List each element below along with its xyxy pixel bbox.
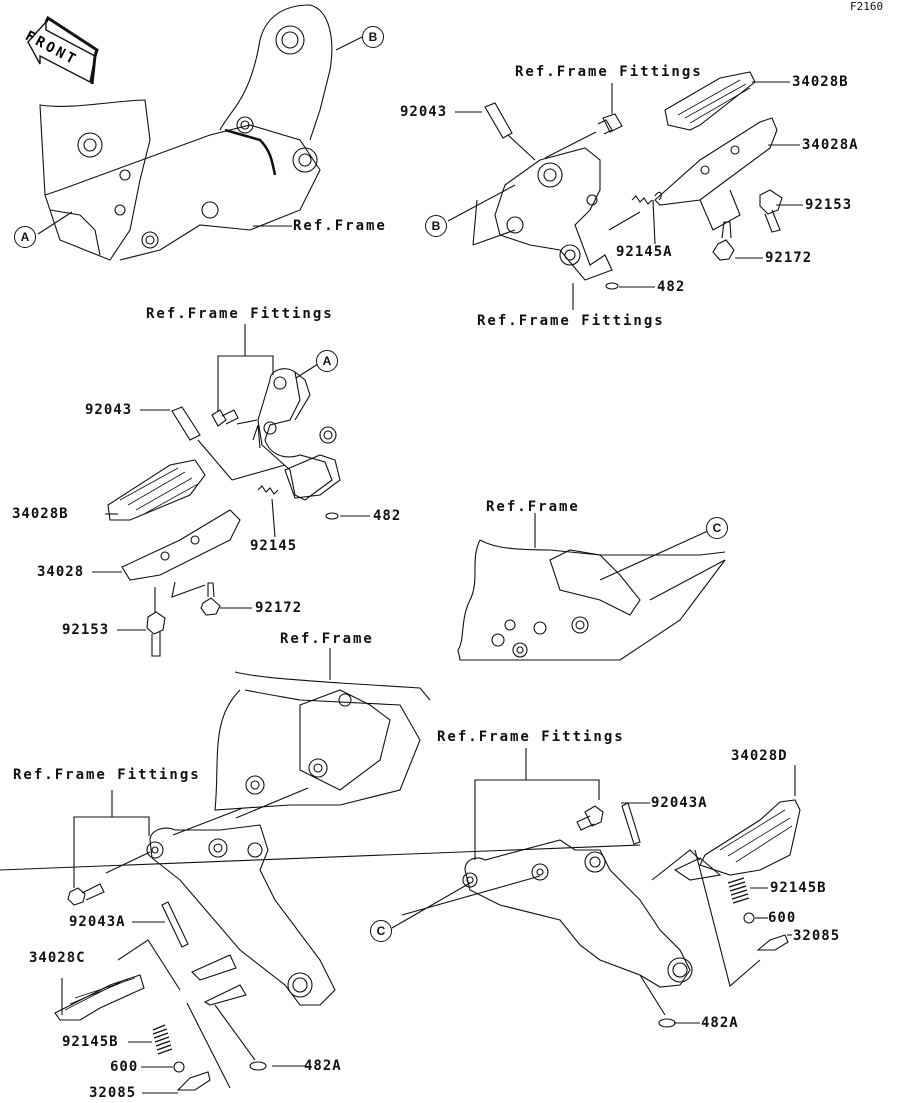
- part-label-482[interactable]: 482: [373, 508, 402, 524]
- part-label-34028[interactable]: 34028: [37, 564, 85, 580]
- ref-frame-fittings-label: Ref.Frame Fittings: [13, 767, 201, 783]
- footpeg-middle-left: [107, 459, 241, 657]
- part-label-32085[interactable]: 32085: [793, 928, 841, 944]
- part-label-482[interactable]: 482: [657, 279, 686, 295]
- part-label-92043[interactable]: 92043: [85, 402, 133, 418]
- leader-lines-top-right: [447, 81, 803, 310]
- bracket-top-right: [484, 102, 662, 290]
- leader-lines-middle-left: [92, 324, 370, 631]
- part-label-34028d[interactable]: 34028D: [731, 748, 788, 764]
- part-label-92153[interactable]: 92153: [62, 622, 110, 638]
- reference-marker-a: A: [316, 350, 338, 372]
- bracket-bottom-right: [462, 799, 801, 1028]
- part-label-92043a[interactable]: 92043A: [651, 795, 708, 811]
- ref-frame-fittings-label: Ref.Frame Fittings: [477, 313, 665, 329]
- part-label-92043[interactable]: 92043: [400, 104, 448, 120]
- part-label-92145b[interactable]: 92145B: [770, 880, 827, 896]
- bracket-middle-left: [171, 368, 341, 520]
- part-label-34028b[interactable]: 34028B: [792, 74, 849, 90]
- reference-marker-c: C: [370, 920, 392, 942]
- leader-line: [335, 36, 363, 51]
- frame-bottom-left: [214, 648, 431, 811]
- part-label-482a[interactable]: 482A: [701, 1015, 739, 1031]
- front-arrow-icon: [27, 15, 99, 85]
- frame-top-left: [39, 4, 333, 261]
- part-label-34028c[interactable]: 34028C: [29, 950, 86, 966]
- ref-frame-fittings-label: Ref.Frame Fittings: [437, 729, 625, 745]
- part-label-482a[interactable]: 482A: [304, 1058, 342, 1074]
- ref-frame-fittings-label: Ref.Frame Fittings: [515, 64, 703, 80]
- part-label-32085[interactable]: 32085: [89, 1085, 137, 1101]
- figure-code: F2160: [850, 0, 884, 13]
- part-label-92145b[interactable]: 92145B: [62, 1034, 119, 1050]
- leader-lines-bottom-right: [0, 748, 796, 1024]
- part-label-92153[interactable]: 92153: [805, 197, 853, 213]
- part-label-34028a[interactable]: 34028A: [802, 137, 859, 153]
- reference-marker-c: C: [706, 517, 728, 539]
- ref-frame-label: Ref.Frame: [280, 631, 374, 647]
- part-label-600[interactable]: 600: [768, 910, 797, 926]
- part-label-92145a[interactable]: 92145A: [616, 244, 673, 260]
- ref-frame-label: Ref.Frame: [486, 499, 580, 515]
- bracket-bottom-left: [54, 824, 336, 1091]
- ref-frame-fittings-label: Ref.Frame Fittings: [146, 306, 334, 322]
- frame-middle-right: [457, 513, 726, 661]
- reference-marker-a: A: [14, 226, 36, 248]
- part-label-600[interactable]: 600: [110, 1059, 139, 1075]
- part-label-92043a[interactable]: 92043A: [69, 914, 126, 930]
- part-label-34028b[interactable]: 34028B: [12, 506, 69, 522]
- ref-frame-label: Ref.Frame: [293, 218, 387, 234]
- part-label-92145[interactable]: 92145: [250, 538, 298, 554]
- reference-marker-b: B: [425, 215, 447, 237]
- footpeg-top-right: [654, 71, 783, 261]
- reference-marker-b: B: [362, 26, 384, 48]
- part-label-92172[interactable]: 92172: [765, 250, 813, 266]
- leader-lines-bottom-left: [61, 787, 309, 1094]
- part-label-92172[interactable]: 92172: [255, 600, 303, 616]
- leader-line: [37, 211, 73, 235]
